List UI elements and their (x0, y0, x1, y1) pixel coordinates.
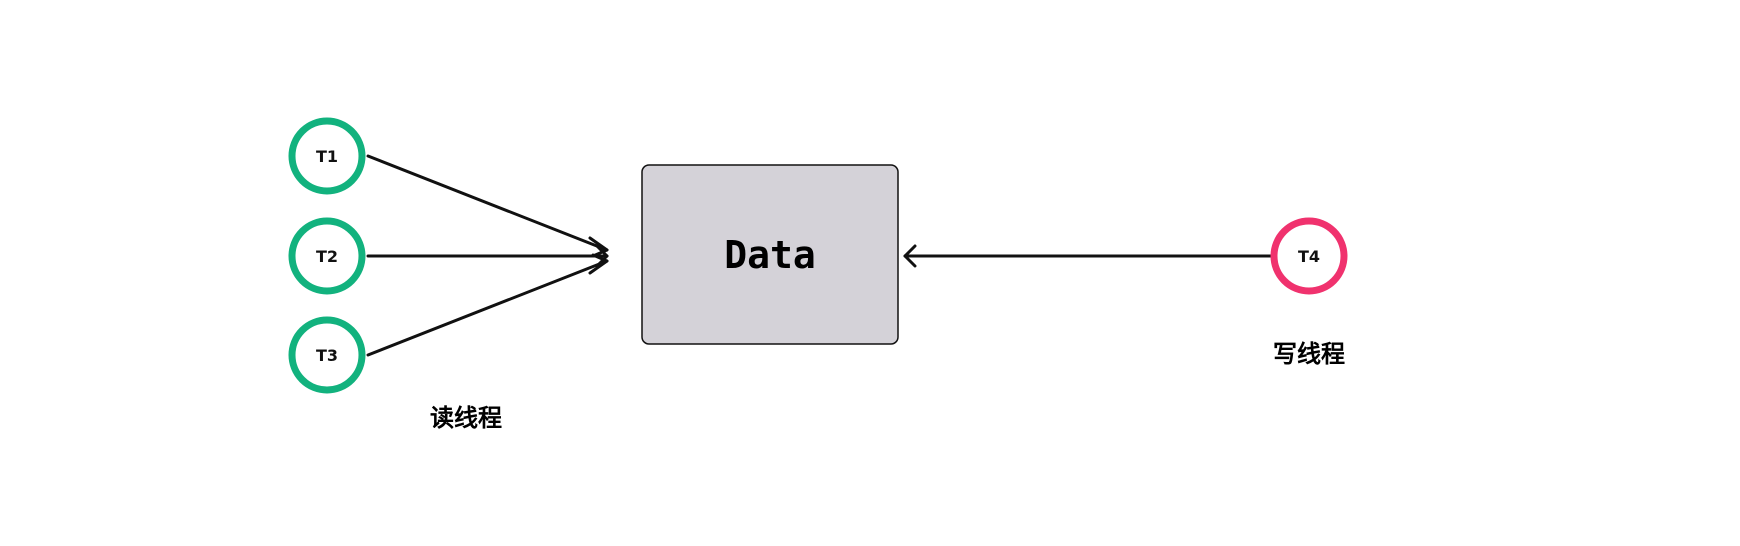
thread-circle-t1 (288, 117, 366, 195)
thread-label-t1: T1 (316, 147, 338, 166)
thread-circle-t4 (1270, 217, 1348, 295)
thread-node-t4: T4 (1270, 217, 1348, 295)
writer-threads: T4 (1270, 217, 1348, 295)
thread-node-t2: T2 (288, 217, 366, 295)
thread-node-t1: T1 (288, 117, 366, 195)
reader-caption: 读线程 (430, 404, 502, 432)
data-box-label: Data (724, 233, 816, 277)
arrow-t3-to-data (366, 259, 609, 357)
thread-node-t3: T3 (288, 316, 366, 394)
thread-label-t3: T3 (316, 346, 338, 365)
arrow-t1-head (588, 236, 609, 258)
thread-label-t4: T4 (1298, 247, 1320, 266)
thread-circle-t3 (288, 316, 366, 394)
arrow-t1-to-data (366, 154, 609, 252)
writer-caption: 写线程 (1273, 340, 1345, 368)
thread-label-t2: T2 (316, 247, 338, 266)
data-box: Data (641, 164, 899, 345)
arrow-t4-head (903, 244, 917, 268)
thread-circle-t2 (288, 217, 366, 295)
arrow-t3-head (588, 253, 609, 275)
data-box-rect (641, 164, 899, 345)
reader-threads: T1 T2 T3 (288, 117, 366, 394)
write-arrow (903, 244, 1274, 268)
read-arrows (366, 154, 609, 357)
